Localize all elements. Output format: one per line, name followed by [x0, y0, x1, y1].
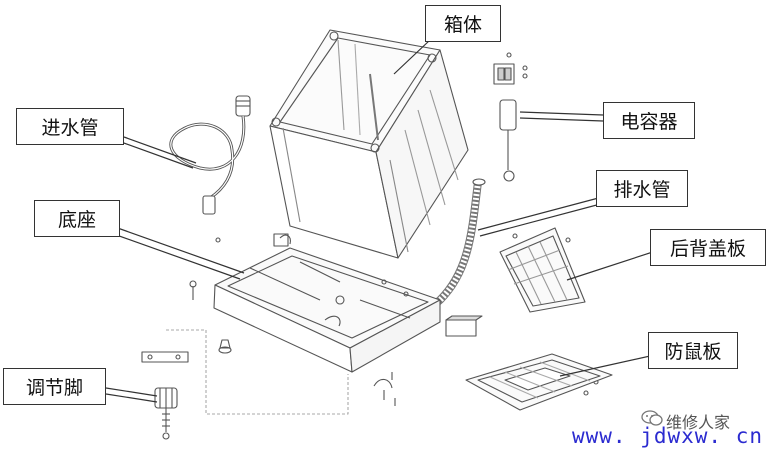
small-parts: [141, 234, 599, 406]
back-cover-part: [499, 227, 586, 313]
label-mouse-guard: 防鼠板: [648, 332, 738, 369]
label-back-cover: 后背盖板: [650, 229, 766, 266]
inlet-hose-part: [169, 95, 251, 215]
cabinet-part: [269, 29, 469, 259]
label-drain-hose: 排水管: [596, 170, 688, 207]
label-capacitor: 电容器: [603, 102, 695, 139]
label-base: 底座: [34, 200, 120, 237]
adjust-foot-part: [154, 387, 178, 440]
watermark-url: www. jdwxw. cn: [572, 424, 764, 448]
assembly-guide-lines: [166, 329, 349, 415]
label-adjust-foot: 调节脚: [3, 368, 106, 405]
chat-bubble-icon: [641, 410, 663, 426]
watermark-name: 维修人家: [666, 413, 731, 432]
base-part: [213, 233, 441, 373]
label-cabinet: 箱体: [425, 5, 501, 42]
capacitor-part: [493, 52, 528, 182]
label-inlet-hose: 进水管: [16, 108, 124, 145]
mouse-guard-part: [465, 353, 613, 411]
